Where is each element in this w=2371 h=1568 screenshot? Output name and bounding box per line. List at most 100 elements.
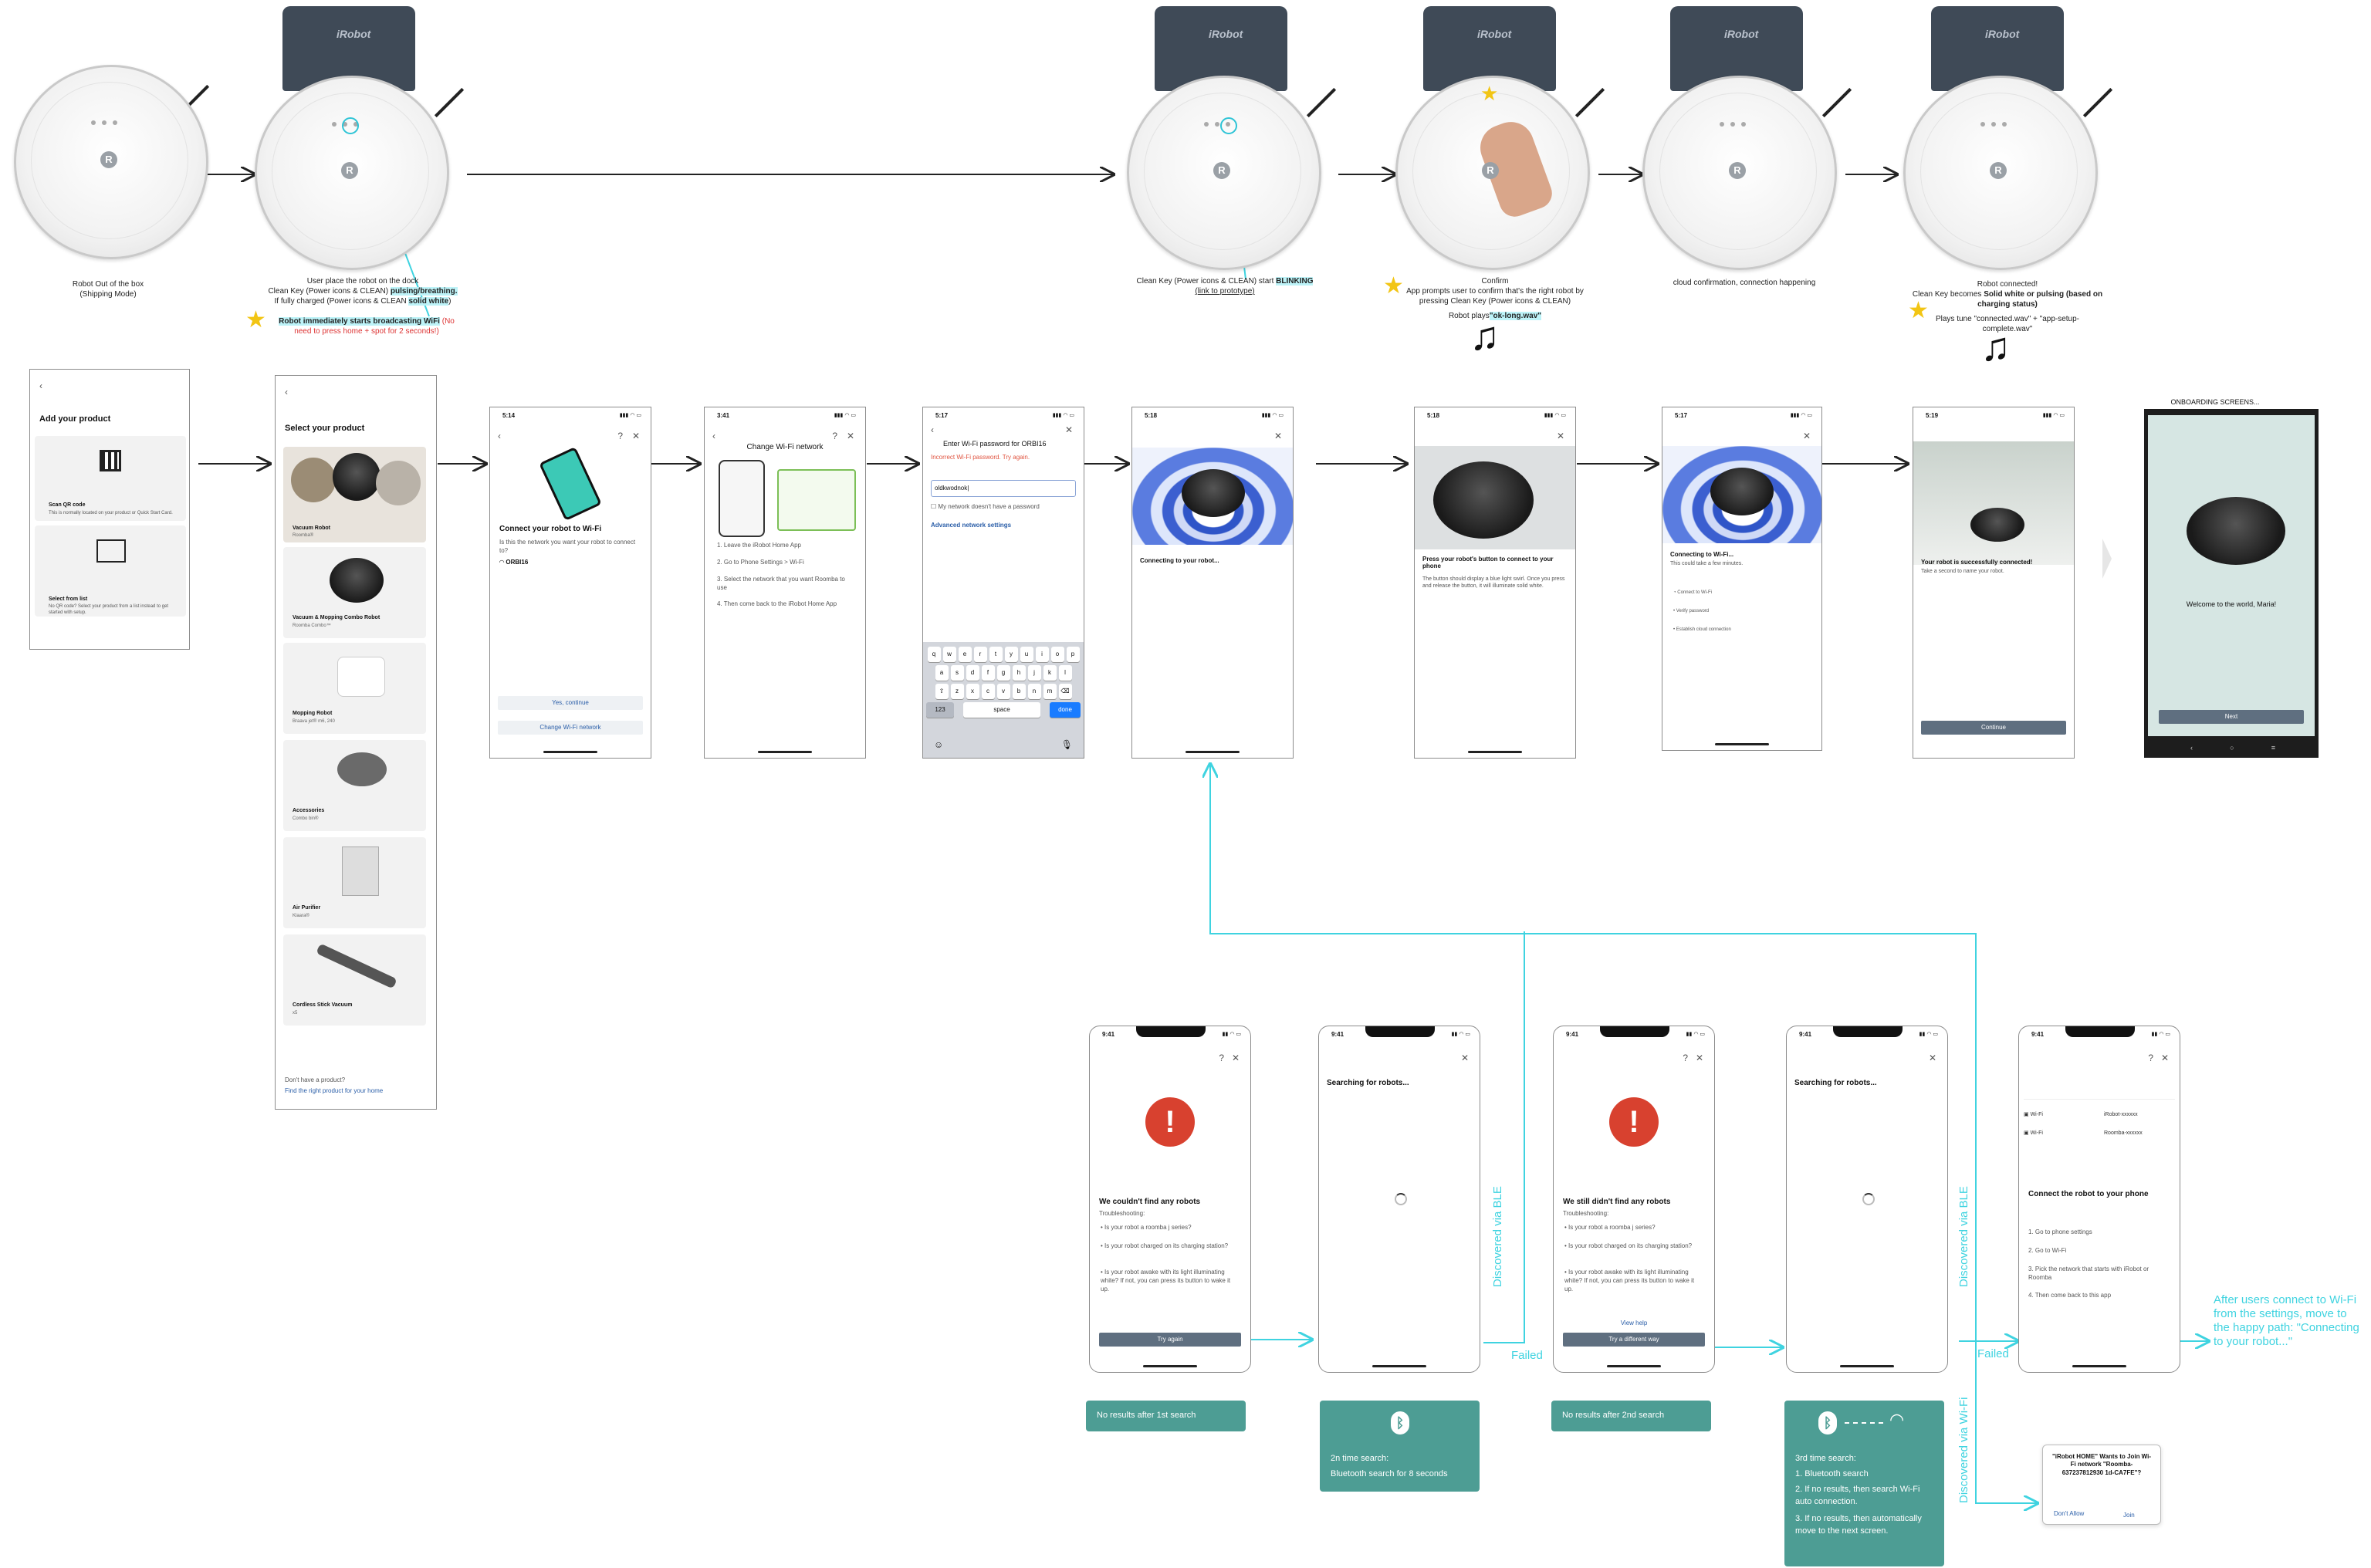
- back-icon[interactable]: ‹: [712, 431, 715, 441]
- keyboard-key[interactable]: k: [1043, 665, 1057, 681]
- close-icon[interactable]: ✕: [1803, 431, 1811, 441]
- back-icon[interactable]: ‹: [931, 424, 934, 435]
- mopping-robot-image: [291, 649, 418, 703]
- view-help-link[interactable]: View help: [1554, 1320, 1714, 1326]
- key-123[interactable]: 123: [926, 702, 954, 718]
- close-icon[interactable]: ✕: [1461, 1053, 1469, 1063]
- advanced-settings-link[interactable]: Advanced network settings: [931, 522, 1011, 529]
- error-message: Incorrect Wi-Fi password. Try again.: [931, 454, 1030, 462]
- keyboard-key[interactable]: i: [1036, 647, 1049, 662]
- back-icon[interactable]: ‹: [39, 380, 42, 391]
- close-icon[interactable]: ✕: [2161, 1053, 2169, 1063]
- keyboard-key[interactable]: b: [1013, 684, 1026, 699]
- keyboard-key[interactable]: e: [959, 647, 972, 662]
- keyboard-key[interactable]: j: [1028, 665, 1041, 681]
- android-nav-bar[interactable]: ‹○≡: [2190, 744, 2275, 752]
- product-card[interactable]: Accessories Combo bin®: [283, 740, 426, 831]
- close-icon[interactable]: ✕: [1274, 431, 1282, 441]
- yes-continue-button[interactable]: Yes, continue: [498, 696, 643, 710]
- dont-allow-button[interactable]: Don't Allow: [2054, 1510, 2084, 1517]
- bullet-3: • Is your robot awake with its light ill…: [1564, 1269, 1703, 1293]
- keyboard-key[interactable]: y: [1005, 647, 1018, 662]
- keyboard-key[interactable]: s: [951, 665, 964, 681]
- help-icon[interactable]: ?: [1219, 1053, 1224, 1063]
- join-button[interactable]: Join: [2123, 1512, 2135, 1519]
- keyboard-key[interactable]: l: [1059, 665, 1072, 681]
- product-card[interactable]: Air Purifier Klaara®: [283, 837, 426, 928]
- product-card[interactable]: Vacuum & Mopping Combo Robot Roomba Comb…: [283, 547, 426, 638]
- mic-icon[interactable]: 🎙: [1061, 739, 1073, 750]
- subtitle: This could take a few minutes.: [1670, 560, 1743, 567]
- help-icon[interactable]: ?: [832, 431, 837, 441]
- irobot-logo-icon: R: [100, 151, 117, 168]
- find-product-link[interactable]: Find the right product for your home: [285, 1087, 383, 1094]
- keyboard-key[interactable]: m: [1043, 684, 1057, 699]
- home-indicator: [1468, 751, 1522, 753]
- network-row[interactable]: ◠ ORBI16: [499, 559, 528, 567]
- close-icon[interactable]: ✕: [847, 431, 854, 441]
- keyboard-key[interactable]: p: [1067, 647, 1080, 662]
- keyboard-key[interactable]: w: [943, 647, 956, 662]
- keyboard-key[interactable]: g: [997, 665, 1010, 681]
- keyboard-key[interactable]: d: [966, 665, 979, 681]
- screen-add-product: ‹ Add your product Scan QR code This is …: [29, 369, 190, 650]
- keyboard-key[interactable]: h: [1013, 665, 1026, 681]
- keyboard-key[interactable]: q: [928, 647, 941, 662]
- no-password-checkbox[interactable]: ☐ My network doesn't have a password: [931, 503, 1040, 512]
- help-icon[interactable]: ?: [617, 431, 623, 441]
- keyboard-key[interactable]: x: [966, 684, 979, 699]
- bullet-2: • Is your robot charged on its charging …: [1564, 1242, 1703, 1251]
- product-sub: Combo bin®: [293, 816, 318, 821]
- keyboard-key[interactable]: t: [989, 647, 1003, 662]
- close-icon[interactable]: ✕: [632, 431, 640, 441]
- subtitle: Take a second to name your robot.: [1921, 568, 2004, 575]
- close-icon[interactable]: ✕: [1557, 431, 1564, 441]
- select-list-card[interactable]: Select from list No QR code? Select your…: [35, 525, 186, 617]
- password-input[interactable]: oldkwodnok|: [931, 480, 1076, 497]
- status-time: 5:18: [1427, 412, 1439, 419]
- emoji-icon[interactable]: ☺: [934, 739, 943, 750]
- close-icon[interactable]: ✕: [1232, 1053, 1240, 1063]
- help-icon[interactable]: ?: [1683, 1053, 1688, 1063]
- key-space[interactable]: space: [963, 702, 1040, 718]
- keyboard-key[interactable]: ⇧: [935, 684, 949, 699]
- close-icon[interactable]: ✕: [1696, 1053, 1703, 1063]
- product-card[interactable]: Cordless Stick Vacuum x5: [283, 934, 426, 1026]
- keyboard-key[interactable]: z: [951, 684, 964, 699]
- loading-spinner-icon: [1395, 1193, 1407, 1205]
- try-different-way-button[interactable]: Try a different way: [1563, 1333, 1705, 1347]
- scan-qr-card[interactable]: Scan QR code This is normally located on…: [35, 436, 186, 521]
- help-icon[interactable]: ?: [2148, 1053, 2153, 1063]
- keyboard-key[interactable]: o: [1051, 647, 1064, 662]
- after-connect-note: After users connect to Wi-Fi from the se…: [2214, 1293, 2365, 1349]
- keyboard-key[interactable]: c: [982, 684, 995, 699]
- product-card[interactable]: Vacuum Robot Roomba®: [283, 447, 426, 542]
- keyboard-row[interactable]: 123 space done: [926, 702, 1081, 718]
- continue-button[interactable]: Continue: [1921, 721, 2066, 735]
- screen-searching-1: 9:41 ▮▮ ◠ ▭ ✕ Searching for robots...: [1318, 1026, 1480, 1373]
- back-icon[interactable]: ‹: [285, 387, 288, 397]
- keyboard-key[interactable]: r: [974, 647, 987, 662]
- change-wifi-button[interactable]: Change Wi-Fi network: [498, 721, 643, 735]
- close-icon[interactable]: ✕: [1065, 424, 1073, 435]
- back-icon[interactable]: ‹: [498, 431, 501, 441]
- keyboard-key[interactable]: u: [1020, 647, 1033, 662]
- try-again-button[interactable]: Try again: [1099, 1333, 1241, 1347]
- status-icons: ▮▮ ◠ ▭: [1686, 1031, 1705, 1037]
- close-icon[interactable]: ✕: [1929, 1053, 1936, 1063]
- product-sub: x5: [293, 1011, 297, 1015]
- product-card[interactable]: Mopping Robot Braava jet® m6, 240: [283, 643, 426, 734]
- keyboard-key[interactable]: n: [1028, 684, 1041, 699]
- keyboard-key[interactable]: ⌫: [1059, 684, 1072, 699]
- next-button[interactable]: Next: [2159, 710, 2304, 724]
- keyboard-key[interactable]: f: [982, 665, 995, 681]
- robot-1-caption: Robot Out of the box (Shipping Mode): [54, 279, 162, 299]
- keyboard-key[interactable]: a: [935, 665, 949, 681]
- dock-label: iRobot: [1985, 28, 2019, 40]
- key-done[interactable]: done: [1050, 702, 1081, 718]
- keyboard-key[interactable]: v: [997, 684, 1010, 699]
